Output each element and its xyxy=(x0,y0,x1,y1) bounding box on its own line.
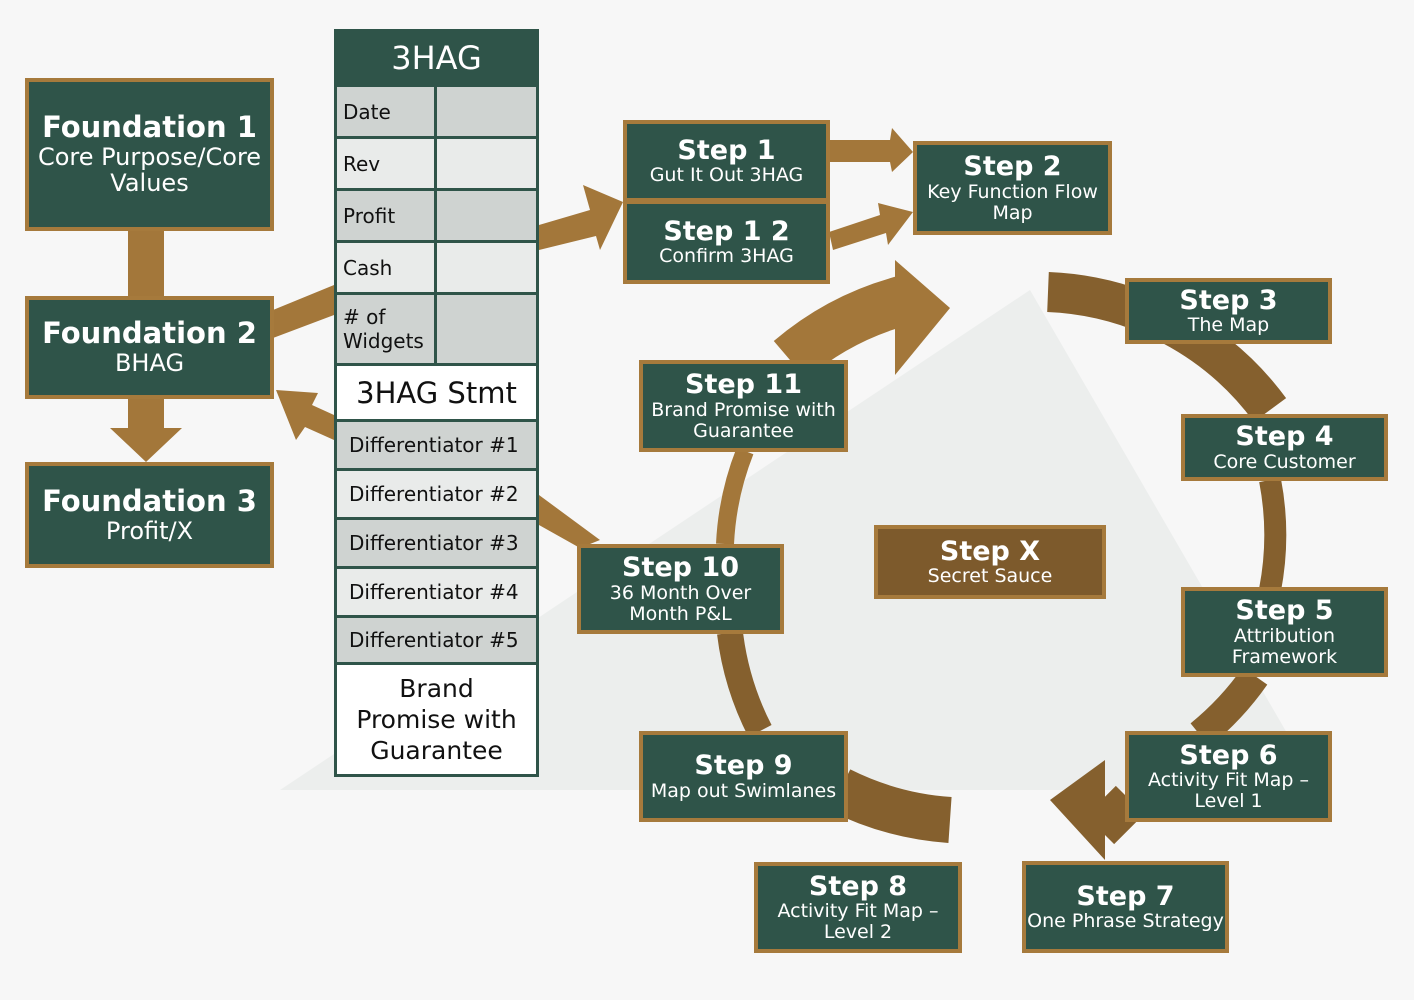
arrow-table-step1 xyxy=(539,185,623,250)
arrow-step10-step9 xyxy=(717,631,772,737)
row-label: Date xyxy=(343,99,391,124)
row-label: Profit xyxy=(343,203,396,228)
foundation-sub: Core Purpose/Core Values xyxy=(37,143,262,198)
step-title: Step X xyxy=(939,535,1041,567)
step-title: Step 1 xyxy=(677,134,776,166)
differentiator: Differentiator #3 xyxy=(349,531,519,555)
arrow-step9-step8 xyxy=(829,769,952,843)
arrow-table-f2 xyxy=(273,285,334,338)
step-sub: Secret Sauce xyxy=(927,565,1053,588)
row-label: # of Widgets xyxy=(343,305,424,353)
table-row: Date xyxy=(337,84,536,136)
step-sub: Brand Promise with Guarantee xyxy=(651,398,836,442)
arrow-f1-f2 xyxy=(128,228,164,298)
3hag-table: 3HAG Date Rev Profit Cash # of Widgets 3… xyxy=(334,29,539,777)
arrow-f2-f3 xyxy=(110,398,182,462)
step-sub: Map out Swimlanes xyxy=(650,779,837,802)
step-title: Step 6 xyxy=(1179,739,1278,771)
statement-label: 3HAG Stmt xyxy=(337,366,536,419)
arrow-step11-step2 xyxy=(773,275,912,380)
arrow-step10-step11 xyxy=(716,447,754,545)
row-label: Cash xyxy=(343,255,393,280)
table-row: Differentiator #5 xyxy=(337,615,536,662)
table-row: Brand Promise with Guarantee xyxy=(337,662,536,774)
table-row: Cash xyxy=(337,240,536,292)
step-sub: Confirm 3HAG xyxy=(659,245,794,268)
arrow-step1-step2 xyxy=(829,128,913,172)
step-title: Step 9 xyxy=(694,750,793,782)
step-sub: Activity Fit Map – Level 2 xyxy=(777,900,939,944)
step-title: Step 11 xyxy=(685,369,802,401)
differentiator: Differentiator #1 xyxy=(349,433,519,457)
step-sub: Key Function Flow Map xyxy=(927,180,1098,224)
row-value[interactable] xyxy=(434,87,536,136)
foundation-title: Foundation 2 xyxy=(42,316,257,351)
step-sub: Activity Fit Map – Level 1 xyxy=(1147,769,1310,813)
row-value[interactable] xyxy=(434,295,536,363)
row-value[interactable] xyxy=(434,243,536,292)
differentiator: Differentiator #4 xyxy=(349,580,519,604)
step-sub: The Map xyxy=(1187,314,1270,337)
step-title: Step 5 xyxy=(1235,595,1334,627)
arrow-diff-step10 xyxy=(539,495,600,548)
table-row: 3HAG Stmt xyxy=(337,363,536,419)
table-row: Differentiator #1 xyxy=(337,419,536,468)
arrowhead-step2 xyxy=(895,260,950,375)
row-value[interactable] xyxy=(434,191,536,240)
step-title: Step 7 xyxy=(1076,880,1175,912)
step-sub: Gut It Out 3HAG xyxy=(649,164,804,187)
step-title: Step 1 2 xyxy=(663,215,790,247)
table-row: Differentiator #2 xyxy=(337,468,536,517)
table-row: Profit xyxy=(337,188,536,240)
foundation-sub: Profit/X xyxy=(105,516,194,545)
footer-label: Brand Promise with Guarantee xyxy=(337,665,536,774)
foundation-title: Foundation 1 xyxy=(42,110,257,145)
step-title: Step 4 xyxy=(1235,421,1334,453)
table-title: 3HAG xyxy=(391,39,482,77)
foundation-title: Foundation 3 xyxy=(42,483,257,518)
background-triangle xyxy=(280,290,1320,790)
arrow-step12-step2 xyxy=(829,203,913,250)
step-title: Step 3 xyxy=(1179,284,1278,316)
step-sub: Attribution Framework xyxy=(1231,624,1338,668)
step-sub: Core Customer xyxy=(1213,450,1356,473)
differentiator: Differentiator #2 xyxy=(349,482,519,506)
arrow-step4-step5 xyxy=(1259,477,1287,593)
step-title: Step 2 xyxy=(963,151,1062,183)
arrow-table-to-f2 xyxy=(276,390,334,440)
table-row: Rev xyxy=(337,136,536,188)
table-row: # of Widgets xyxy=(337,292,536,363)
arrowhead-step7 xyxy=(1050,760,1105,860)
row-value[interactable] xyxy=(434,139,536,188)
table-row: Differentiator #3 xyxy=(337,517,536,566)
step-title: Step 10 xyxy=(622,552,739,584)
step-sub: One Phrase Strategy xyxy=(1027,910,1224,933)
foundation-sub: BHAG xyxy=(114,349,185,378)
differentiator: Differentiator #5 xyxy=(349,628,519,652)
table-row: Differentiator #4 xyxy=(337,566,536,615)
row-label: Rev xyxy=(343,151,381,176)
step-sub: 36 Month Over Month P&L xyxy=(609,581,752,625)
step-title: Step 8 xyxy=(808,870,908,902)
